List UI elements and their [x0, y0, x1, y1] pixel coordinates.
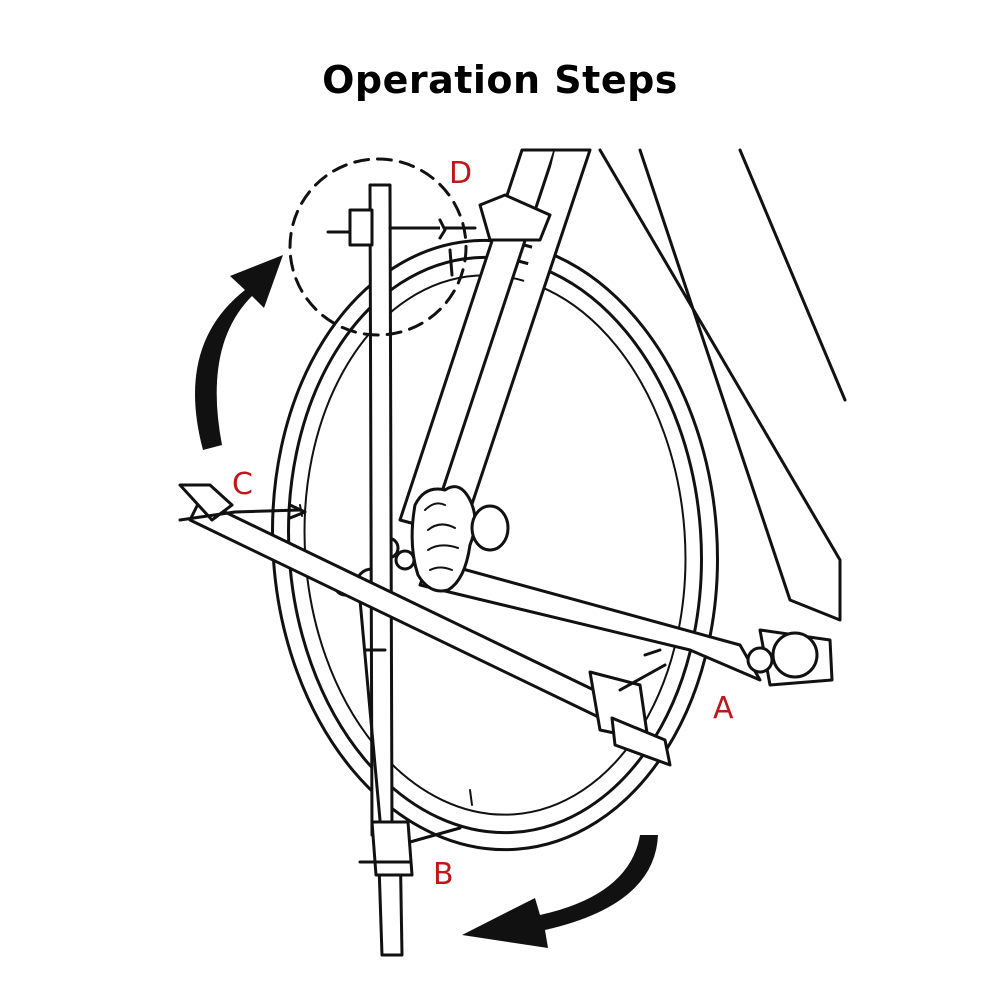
- spoke-hints: [299, 504, 473, 806]
- cassette: [410, 485, 510, 593]
- label-c: C: [232, 467, 253, 502]
- page-title: Operation Steps: [322, 58, 678, 102]
- rotation-arrow-up: [195, 255, 283, 450]
- clamp-b: [358, 820, 462, 877]
- gauge-d: [326, 208, 477, 277]
- label-b: B: [433, 857, 454, 892]
- rotation-arrow-down: [462, 835, 658, 948]
- label-d: D: [449, 156, 472, 191]
- stand-horizontal-arm: [178, 483, 672, 767]
- caliper-a: [618, 648, 667, 692]
- stand-vertical-post: [358, 183, 404, 957]
- label-a: A: [713, 691, 734, 726]
- clamp-c: [178, 503, 307, 522]
- detail-circle-d: [288, 157, 468, 337]
- bike-frame: [398, 148, 847, 687]
